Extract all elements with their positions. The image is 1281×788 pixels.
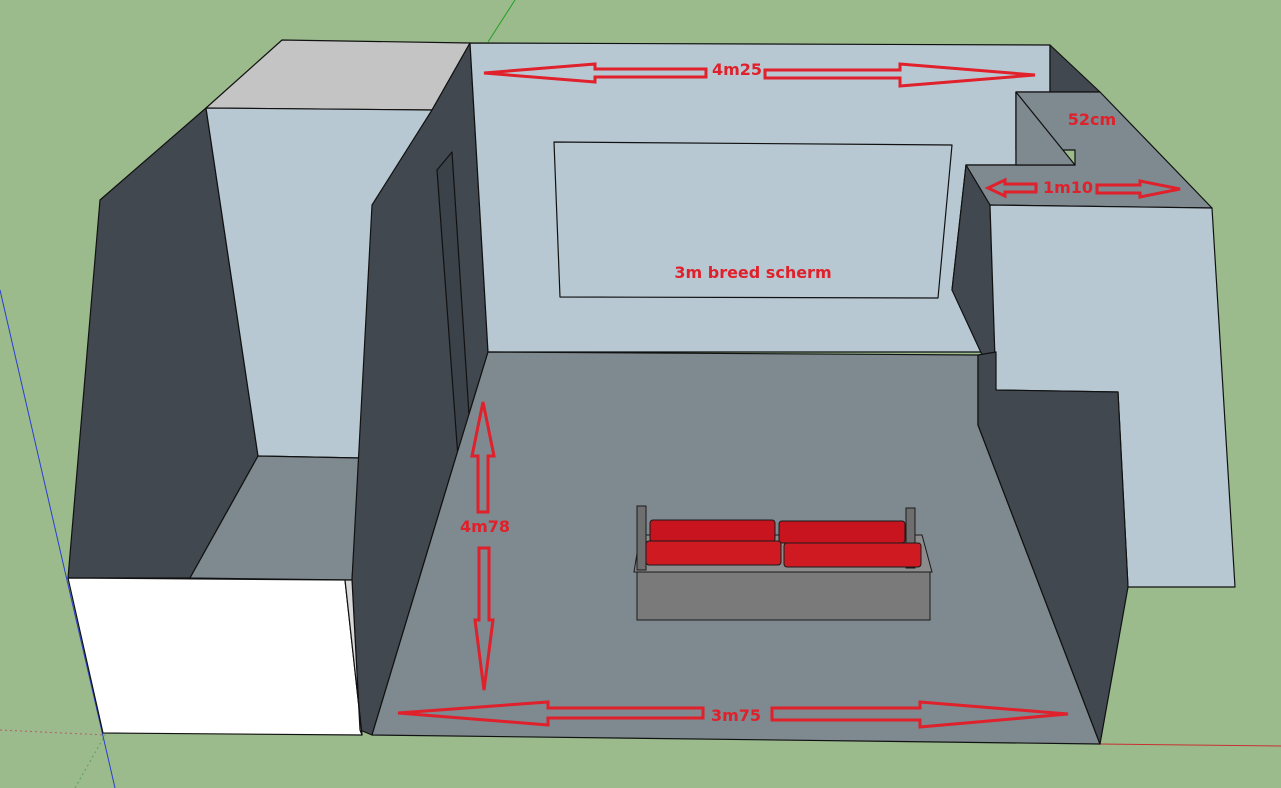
axis-red (1099, 743, 1281, 747)
alcove-width-label: 1m10 (1043, 178, 1093, 197)
room-width-label: 3m75 (711, 706, 761, 725)
white-block-front (67, 577, 363, 736)
arrow-alcove-left (984, 177, 1038, 199)
arrow-bottom-right (770, 700, 1069, 729)
arrow-top-left (483, 62, 708, 84)
couch-armrest-left (636, 505, 647, 571)
couch-cushion-seat-left (645, 540, 782, 566)
couch-cushion-back-left (649, 519, 776, 543)
alcove-depth-label: 52cm (1068, 110, 1116, 129)
screen-outline (553, 141, 953, 299)
couch (633, 505, 933, 621)
screen-label: 3m breed scherm (674, 263, 831, 282)
room-depth-label: 4m78 (460, 517, 510, 536)
arrow-bottom-left (397, 700, 705, 727)
axis-green (487, 0, 516, 43)
right-lower-inner-wall (977, 351, 1129, 745)
couch-cushion-back-right (778, 520, 906, 544)
couch-cushion-seat-right (783, 542, 922, 568)
arrow-top-right (763, 62, 1036, 88)
white-block-side (344, 579, 363, 736)
arrow-depth-up (470, 401, 496, 514)
couch-base (636, 567, 931, 621)
arrow-alcove-right (1095, 179, 1181, 199)
arrow-depth-down (473, 546, 495, 691)
back-wall-width-label: 4m25 (712, 60, 762, 79)
axis-blue (0, 289, 116, 788)
axis-green-dotted (74, 734, 106, 788)
right-alcove-top-notch (1015, 91, 1076, 166)
couch-armrest-right (905, 507, 916, 569)
